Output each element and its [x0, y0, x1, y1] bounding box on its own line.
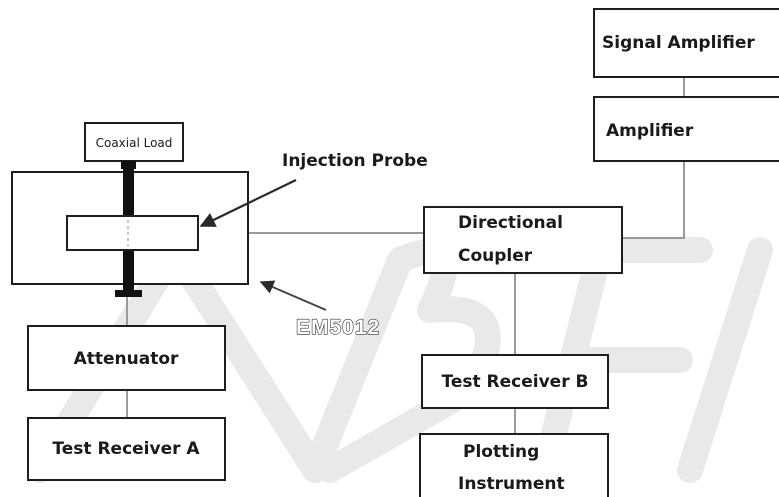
test-receiver-a-label: Test Receiver A [52, 439, 200, 459]
test-receiver-a-block: Test Receiver A [27, 417, 226, 481]
em5012-fixture [11, 161, 249, 297]
directional-coupler-block: Directional Coupler [423, 206, 623, 274]
conductor-top [123, 167, 134, 216]
conductor-top-cap [121, 161, 136, 169]
signal-amplifier-label: Signal Amplifier [602, 33, 755, 53]
amplifier-label: Amplifier [606, 121, 694, 141]
em5012-arrow [259, 280, 327, 311]
amplifier-block: Amplifier [593, 96, 779, 162]
injection-probe-body [66, 215, 199, 251]
attenuator-block: Attenuator [27, 325, 226, 391]
injection-probe-annotation: Injection Probe [199, 151, 428, 227]
coaxial-load-label: Coaxial Load [96, 136, 173, 150]
test-receiver-b-block: Test Receiver B [421, 354, 609, 409]
injection-probe-arrow [199, 179, 297, 227]
connection-wires [126, 77, 685, 434]
coaxial-load-block: Coaxial Load [84, 122, 184, 162]
conductor-bottom-cap [115, 290, 142, 297]
attenuator-label: Attenuator [74, 349, 179, 369]
signal-amplifier-block: Signal Amplifier [593, 8, 779, 78]
em5012-annotation: EM5012 [259, 280, 380, 340]
plotting-instrument-label-line2: Instrument [458, 474, 565, 494]
plotting-instrument-label-line1: Plotting [463, 442, 539, 462]
test-receiver-b-label: Test Receiver B [442, 372, 589, 392]
em5012-label: EM5012 [296, 316, 380, 339]
directional-coupler-label-line2: Coupler [458, 246, 533, 266]
plotting-instrument-block: Plotting Instrument [419, 433, 609, 497]
injection-probe-label: Injection Probe [282, 151, 428, 171]
directional-coupler-label-line1: Directional [458, 213, 563, 233]
wire-amplifier-to-coupler [622, 161, 685, 239]
conductor-bottom [123, 250, 134, 294]
